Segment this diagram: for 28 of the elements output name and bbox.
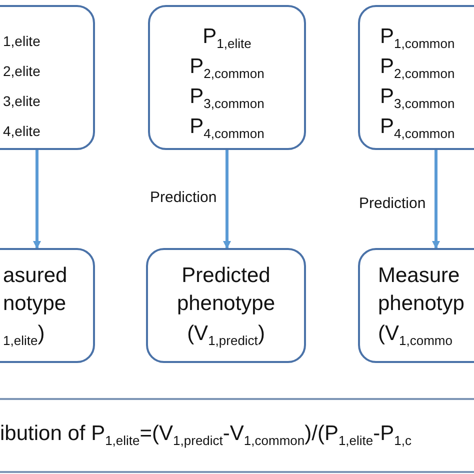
- rounded-box: [358, 248, 474, 363]
- rounded-box: [148, 5, 306, 150]
- node-text: P$_{4,common}$: [188, 115, 266, 144]
- node-text: P$_{3,common}$: [380, 85, 456, 114]
- node-text: 4,elite: [3, 122, 42, 141]
- node-text: P$_{1,common}$: [380, 25, 456, 54]
- node-text: P$_{1,elite}$: [202, 25, 252, 54]
- rounded-box: [358, 5, 474, 150]
- formula-text: ibution of P$_{1,elite}$=(V$_{1,predict}$-V$_{1,common}$)/(P$_{1,elite}$-P$_{1,c}$: [0, 422, 412, 448]
- rounded-box: [146, 248, 306, 363]
- node-text: 2,elite: [3, 62, 42, 81]
- node-text: (V$_{1,predict}$): [186, 322, 266, 350]
- node-text: asured notype: [3, 263, 68, 317]
- node-text: P$_{4,common}$: [380, 115, 456, 144]
- node-text: Predicted phenotype: [176, 263, 276, 317]
- node-text: 3,elite: [3, 92, 42, 111]
- node-text: Measure phenotyp: [378, 263, 466, 317]
- node-text: (V$_{1,commo}$: [378, 322, 454, 350]
- node-text: 1,elite: [3, 32, 42, 51]
- node-text: P$_{2,common}$: [188, 55, 266, 84]
- rounded-box: [0, 5, 95, 150]
- arrow: [223, 150, 231, 249]
- arrow: [33, 150, 41, 249]
- node-text: P$_{2,common}$: [380, 55, 456, 84]
- rounded-box: [0, 248, 95, 363]
- arrow: [432, 150, 440, 249]
- node-text: P$_{3,common}$: [188, 85, 266, 114]
- node-text: $_{1,elite}$): [3, 322, 46, 350]
